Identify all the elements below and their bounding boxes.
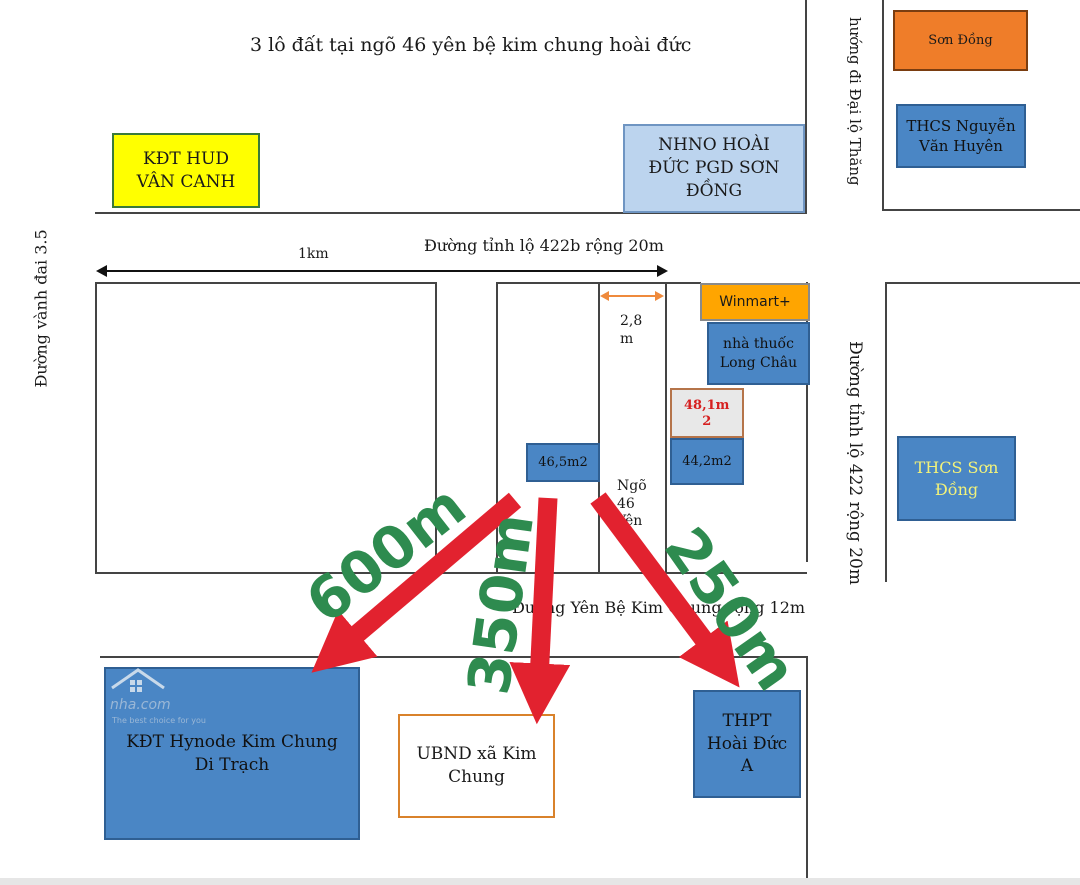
road-edge bbox=[806, 282, 808, 562]
distance-1km-arrow bbox=[96, 265, 668, 277]
distance-1km-label: 1km bbox=[298, 246, 329, 262]
map-title: 3 lô đất tại ngõ 46 yên bệ kim chung hoà… bbox=[250, 34, 692, 56]
arrow-to-ubnd bbox=[509, 497, 571, 725]
house-logo-icon bbox=[111, 668, 165, 692]
road-edge bbox=[496, 282, 498, 574]
landmark-thpt-hoai-duc-a: THPT Hoài Đức A bbox=[693, 690, 801, 798]
lot-48-1m2: 48,1m 2 bbox=[670, 388, 744, 438]
alley-width-arrow bbox=[600, 291, 664, 301]
road-edge bbox=[95, 282, 97, 574]
road-edge bbox=[665, 282, 667, 574]
landmark-son-dong-orange: Sơn Đồng bbox=[893, 10, 1028, 71]
bottom-strip bbox=[0, 878, 1080, 885]
road-edge bbox=[95, 572, 807, 574]
road-label-422b: Đường tỉnh lộ 422b rộng 20m bbox=[424, 236, 664, 255]
landmark-nhno-hoai-duc: NHNO HOÀI ĐỨC PGD SƠN ĐỒNG bbox=[623, 124, 805, 213]
road-edge bbox=[885, 282, 1080, 284]
road-edge bbox=[805, 0, 807, 213]
watermark-tagline: The best choice for you bbox=[112, 716, 206, 725]
arrow-to-thpt bbox=[590, 492, 740, 688]
road-edge bbox=[882, 209, 1080, 211]
alley-width-label: 2,8 m bbox=[620, 313, 643, 348]
road-edge bbox=[882, 0, 884, 211]
landmark-nha-thuoc-long-chau: nhà thuốc Long Châu bbox=[707, 322, 810, 385]
road-edge bbox=[806, 656, 808, 878]
road-edge bbox=[100, 656, 806, 658]
landmark-kdt-hud-van-canh: KĐT HUD VÂN CANH bbox=[112, 133, 260, 208]
landmark-winmart: Winmart+ bbox=[700, 283, 810, 321]
watermark-name: nha.com bbox=[110, 697, 171, 713]
road-edge bbox=[435, 282, 437, 574]
lot-46-5m2: 46,5m2 bbox=[526, 443, 600, 482]
road-edge bbox=[885, 282, 887, 582]
landmark-thcs-nguyen-van-huyen: THCS Nguyễn Văn Huyên bbox=[896, 104, 1026, 168]
lot-44-2m2: 44,2m2 bbox=[670, 438, 744, 485]
road-edge bbox=[598, 282, 600, 574]
landmark-ubnd-kim-chung: UBND xã Kim Chung bbox=[398, 714, 555, 818]
road-edge bbox=[95, 212, 807, 214]
landmark-thcs-son-dong: THCS Sơn Đồng bbox=[897, 436, 1016, 521]
road-label-yen-be: Đường Yên Bệ Kim Chung rộng 12m bbox=[512, 598, 806, 617]
road-edge bbox=[95, 282, 437, 284]
landmark-kdt-hynode: KĐT Hynode Kim Chung Di Trạch bbox=[104, 667, 360, 840]
arrow-to-hynode bbox=[311, 492, 522, 673]
